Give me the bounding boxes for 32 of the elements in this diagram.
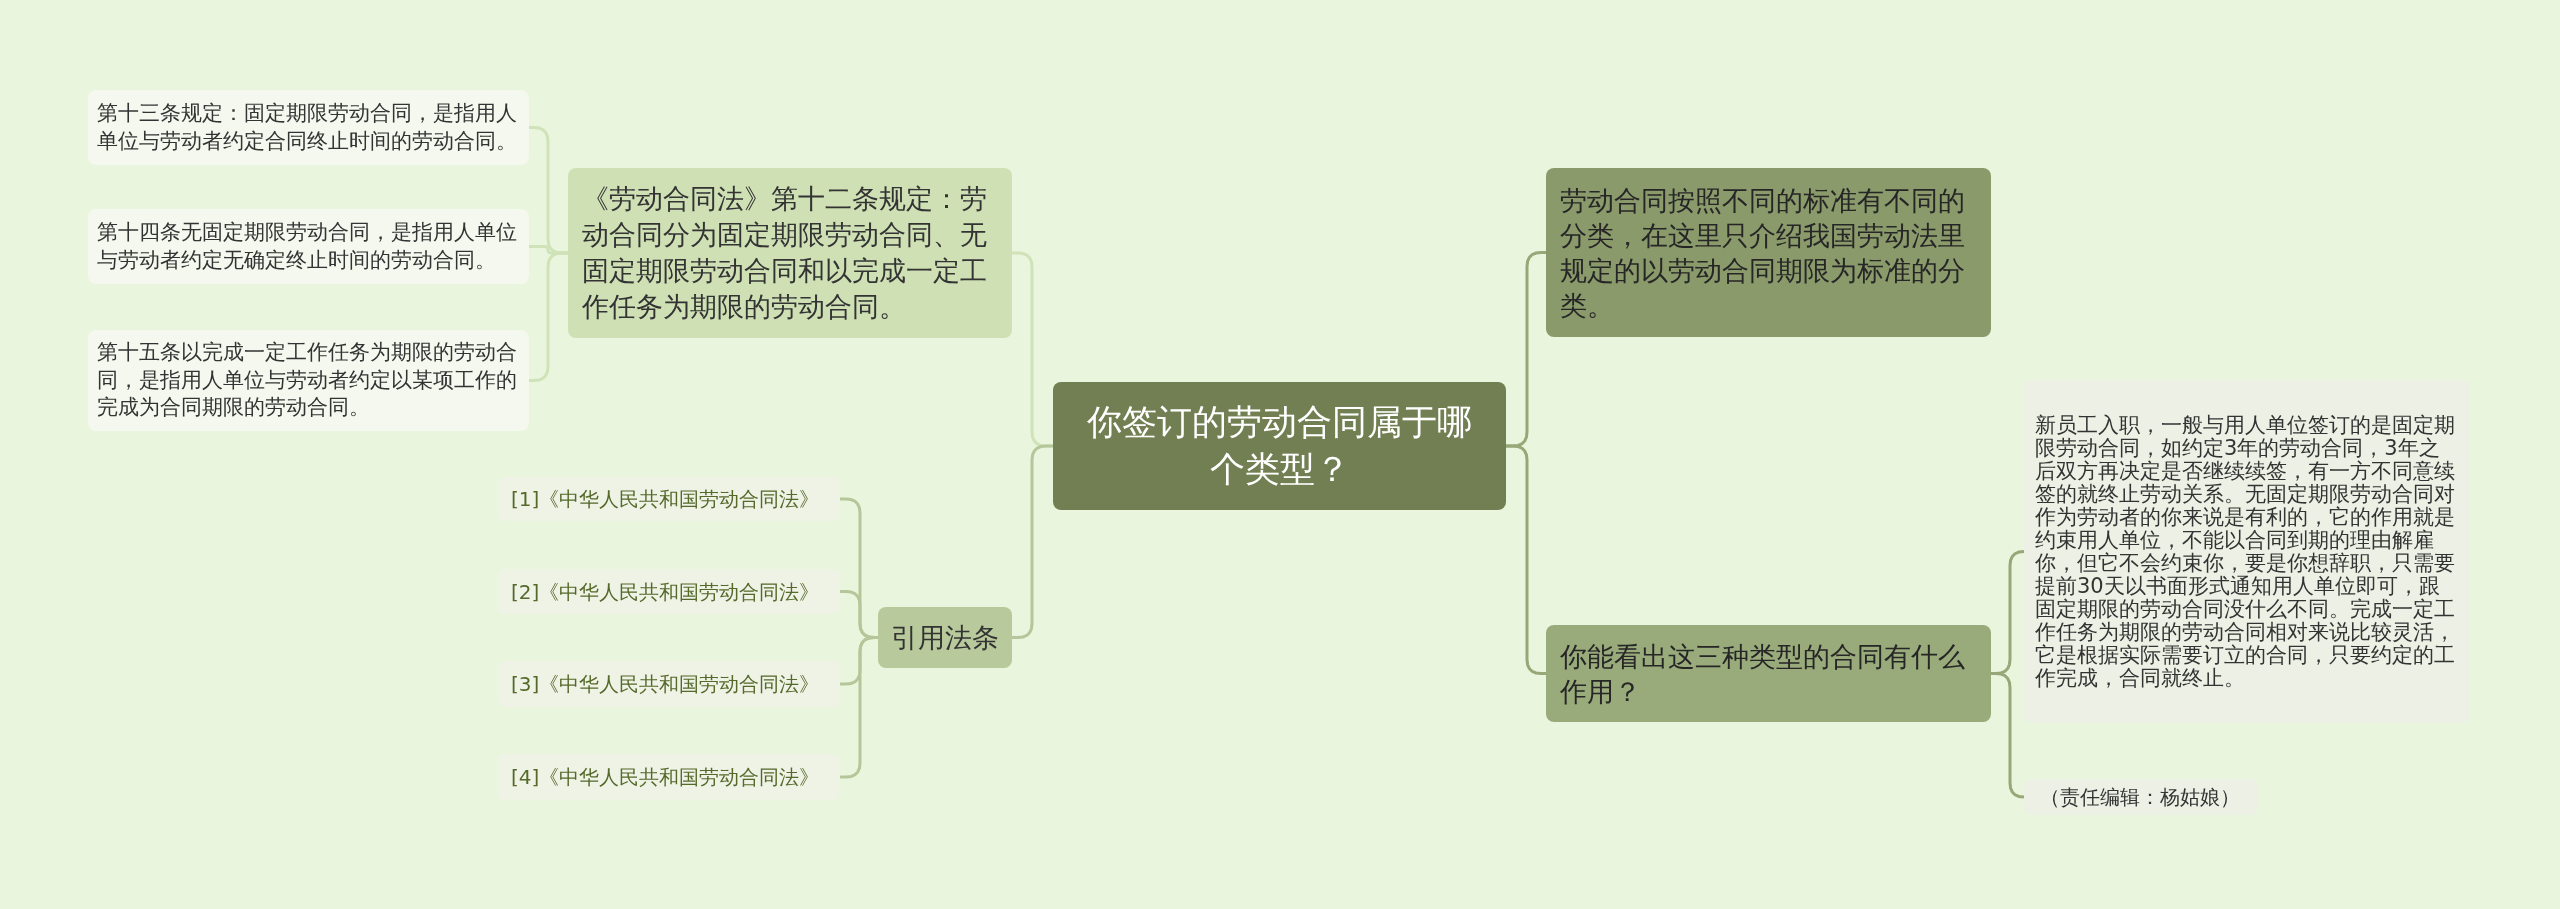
- reference-card: [497, 569, 840, 614]
- note-card: [2024, 380, 2470, 723]
- subtopic-card: [88, 209, 529, 284]
- branch-topic: [1546, 625, 1991, 722]
- branch-topic: [568, 168, 1012, 338]
- reference-card: [497, 661, 840, 707]
- topic-text: 劳动合同按照不同的标准有不同的分类，在这里只介绍我国劳动法里规定的以劳动合同期限为标准的分类。: [1560, 183, 1966, 323]
- branch-topic: [1546, 168, 1991, 337]
- topic-text: 《劳动合同法》第十二条规定：劳动合同分为固定期限劳动合同、无固定期限劳动合同和以完成一定工作任务为期限的劳动合同。: [582, 182, 988, 324]
- reference-text: [4]《中华人民共和国劳动合同法》: [511, 764, 821, 790]
- reference-text: [3]《中华人民共和国劳动合同法》: [511, 671, 821, 697]
- subtopic-card: [88, 90, 529, 165]
- subtopic-card: [88, 330, 529, 431]
- note-text: （责任编辑：杨姑娘）: [2040, 784, 2241, 810]
- reference-card: [497, 477, 840, 521]
- reference-text: [1]《中华人民共和国劳动合同法》: [511, 486, 821, 512]
- topic-text: 你签订的劳动合同属于哪个类型？: [1086, 401, 1473, 491]
- connector-line: [1012, 444, 1053, 639]
- note-card: [2024, 779, 2258, 815]
- reference-text: [2]《中华人民共和国劳动合同法》: [511, 578, 821, 605]
- reference-card: [497, 754, 840, 800]
- subtopic-text: 第十五条以完成一定工作任务为期限的劳动合同，是指用人单位与劳动者约定以某项工作的完成为合同期限的劳动合同。: [97, 339, 518, 422]
- topic-text: 你能看出这三种类型的合同有什么作用？: [1560, 639, 1966, 709]
- connector-line: [840, 636, 878, 779]
- topic-text: 引用法条: [890, 620, 1000, 655]
- subtopic-text: 第十四条无固定期限劳动合同，是指用人单位与劳动者约定无确定终止时间的劳动合同。: [97, 219, 518, 274]
- branch-topic: [878, 607, 1012, 668]
- subtopic-text: 第十三条规定：固定期限劳动合同，是指用人单位与劳动者约定合同终止时间的劳动合同。: [97, 100, 518, 155]
- connector-line: [1506, 444, 1546, 675]
- central-topic: [1053, 382, 1506, 510]
- note-text: 新员工入职，一般与用人单位签订的是固定期限劳动合同，如约定3年的劳动合同，3年之后双方再决定是否继续续签，有一方不同意续签的就终止劳动关系。无固定期限劳动合同对作为劳动者的你来说是有利的，它的作用就是约束用人单位，不能以合同到期的理由解雇你，但它不会约束你，要是你想辞职，只需要提前30天以书面形式通知用人单位即可，跟固定期限的劳动合同没什么不同。完成一定工作任务为期限的劳动合同相对来说比较灵活，它是根据实际需要订立的合同，只要约定的工作完成，合同就终止。: [2035, 413, 2456, 690]
- connector-line: [1991, 672, 2026, 799]
